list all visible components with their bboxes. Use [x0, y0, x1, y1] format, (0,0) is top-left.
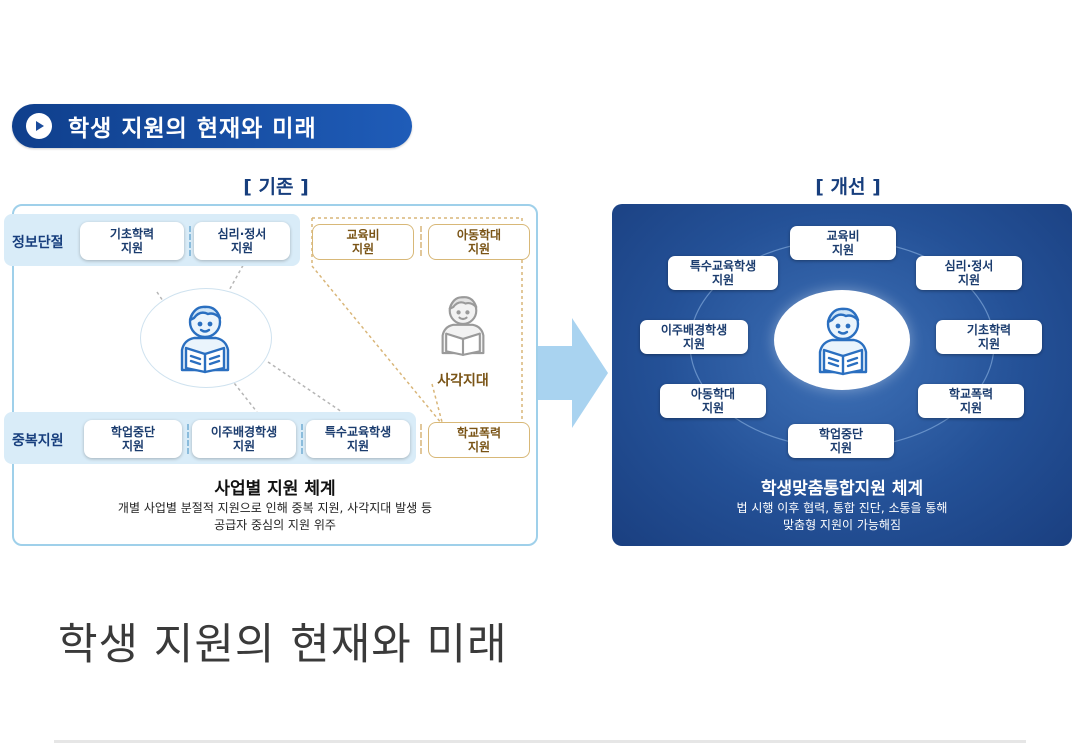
child-abuse-support-box: 아동학대 지원	[428, 224, 530, 260]
student-reading-icon	[432, 288, 494, 358]
right-section-title: [ 개선 ]	[748, 172, 948, 199]
header-title: 학생 지원의 현재와 미래	[68, 109, 317, 143]
duplicate-support-label: 중복지원	[12, 430, 64, 450]
info-gap-label: 정보단절	[12, 232, 64, 252]
school-violence-support-box: 학교폭력 지원	[428, 422, 530, 458]
migrant-student-support-box: 이주배경학생 지원	[640, 320, 748, 354]
student-reading-icon	[808, 300, 878, 376]
education-cost-support-box: 교육비 지원	[312, 224, 414, 260]
psych-emotional-support-box: 심리·정서 지원	[916, 256, 1022, 290]
right-panel-description: 법 시행 이후 협력, 통합 진단, 소통을 통해 맞춤형 지원이 가능해짐	[612, 500, 1072, 534]
header-pill: 학생 지원의 현재와 미래	[12, 104, 412, 148]
dash-separator	[189, 226, 191, 256]
left-panel-description: 개별 사업별 분절적 지원으로 인해 중복 지원, 사각지대 발생 등 공급자 …	[12, 500, 538, 534]
dash-separator	[187, 424, 189, 454]
student-reading-icon	[170, 298, 240, 374]
dash-separator	[420, 226, 422, 256]
figure-caption: 학생 지원의 현재와 미래	[58, 610, 508, 672]
right-panel-title: 학생맞춤통합지원 체계	[612, 474, 1072, 499]
dropout-support-box: 학업중단 지원	[84, 420, 182, 458]
divider	[54, 740, 1026, 743]
arrow-right-icon	[538, 318, 608, 428]
school-violence-support-box: 학교폭력 지원	[918, 384, 1024, 418]
special-ed-support-box: 특수교육학생 지원	[668, 256, 778, 290]
special-ed-support-box: 특수교육학생 지원	[306, 420, 410, 458]
play-icon	[26, 113, 52, 139]
child-abuse-support-box: 아동학대 지원	[660, 384, 766, 418]
basic-academic-support-box: 기초학력 지원	[80, 222, 184, 260]
blind-spot-label: 사각지대	[432, 370, 494, 390]
education-cost-support-box: 교육비 지원	[790, 226, 896, 260]
dash-separator	[301, 424, 303, 454]
psych-emotional-support-box: 심리·정서 지원	[194, 222, 290, 260]
left-section-title: [ 기존 ]	[176, 172, 376, 199]
basic-academic-support-box: 기초학력 지원	[936, 320, 1042, 354]
migrant-student-support-box: 이주배경학생 지원	[192, 420, 296, 458]
left-panel-title: 사업별 지원 체계	[12, 474, 538, 499]
dropout-support-box: 학업중단 지원	[788, 424, 894, 458]
dash-separator	[420, 424, 422, 454]
